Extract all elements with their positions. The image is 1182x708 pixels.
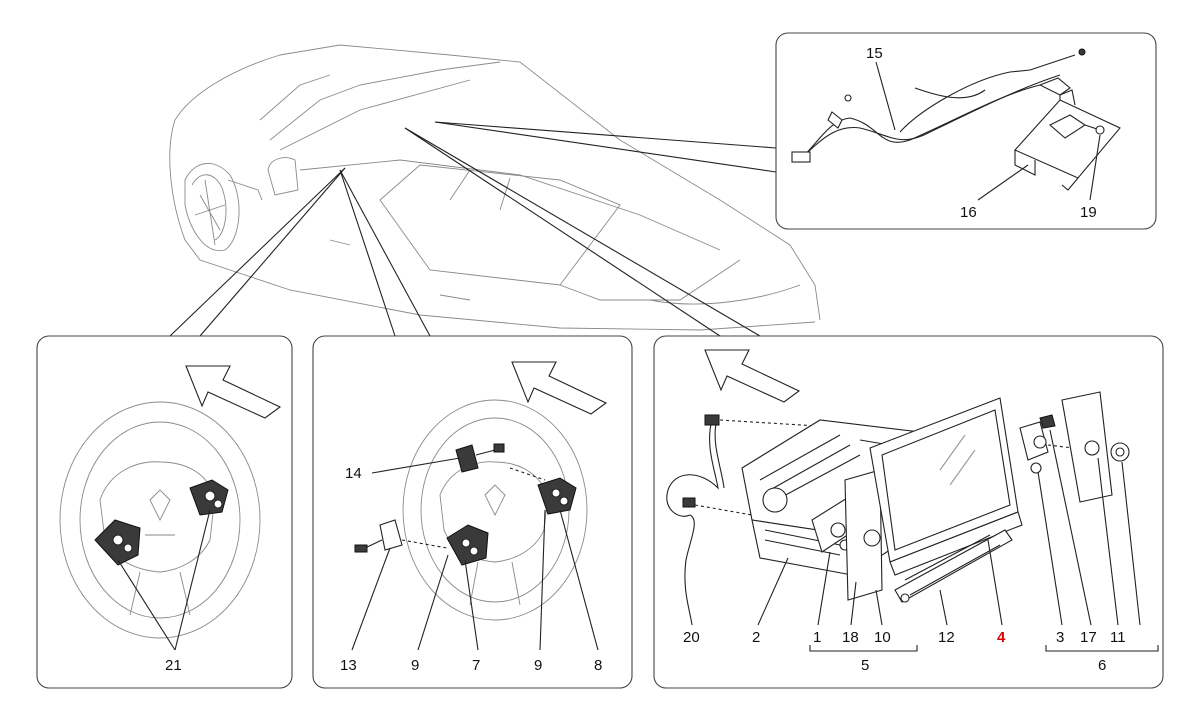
panel3-leaders — [757, 429, 1159, 652]
label-20: 20 — [683, 629, 700, 646]
label-7: 7 — [472, 657, 480, 674]
label-2: 2 — [752, 629, 760, 646]
display-4 — [869, 397, 1023, 576]
label-8: 8 — [594, 657, 602, 674]
panel2-leaders — [351, 457, 599, 651]
part-3 — [1019, 421, 1049, 474]
label-1: 1 — [813, 629, 821, 646]
label-13: 13 — [340, 657, 357, 674]
switch-pod-left — [94, 519, 141, 566]
switch-pod-right — [189, 479, 229, 516]
part-17 — [1039, 414, 1091, 451]
label-9a: 9 — [411, 657, 419, 674]
front-bezel — [811, 469, 908, 601]
screw-19 — [1084, 124, 1105, 135]
label-6: 6 — [1098, 657, 1106, 674]
label-21: 21 — [165, 657, 182, 674]
label-5: 5 — [861, 657, 869, 674]
label-17: 17 — [1080, 629, 1097, 646]
label-10: 10 — [874, 629, 891, 646]
label-14: 14 — [345, 465, 362, 482]
label-12: 12 — [938, 629, 955, 646]
harness-15 — [791, 48, 1086, 163]
label-4-highlighted: 4 — [997, 629, 1006, 646]
label-16: 16 — [960, 204, 977, 221]
steering-wheel-left — [59, 401, 261, 639]
direction-arrow-icon — [185, 365, 282, 419]
part-8-switch-pod — [537, 477, 577, 515]
bracket-16 — [1014, 89, 1121, 191]
label-19: 19 — [1080, 204, 1097, 221]
label-11: 11 — [1110, 629, 1126, 646]
part-7-switch-pod — [446, 524, 489, 566]
direction-arrow-icon-3 — [704, 349, 801, 403]
label-15: 15 — [866, 45, 883, 62]
panel-steering-switches-detail — [312, 335, 633, 689]
direction-arrow-icon-2 — [511, 361, 608, 415]
label-3: 3 — [1056, 629, 1064, 646]
part-14-connector — [455, 443, 505, 473]
car-illustration — [169, 44, 821, 331]
bracket-12 — [894, 529, 1013, 603]
label-18: 18 — [842, 629, 859, 646]
part-13-switch — [354, 519, 403, 553]
leader-lines — [169, 121, 777, 337]
label-9b: 9 — [534, 657, 542, 674]
